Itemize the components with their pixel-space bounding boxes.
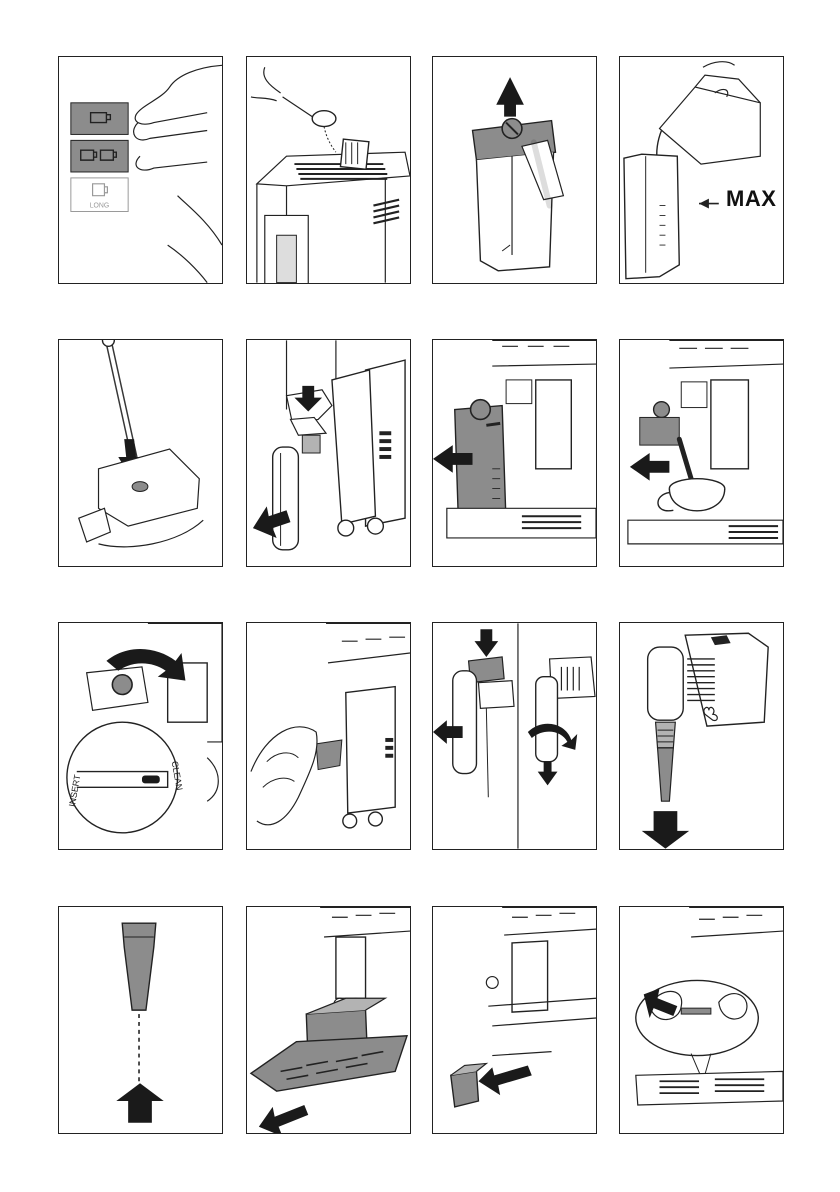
panel-remove-milk-lid xyxy=(432,56,597,284)
panel-remove-drip-tray xyxy=(246,906,411,1134)
coffee-scoop-illustration xyxy=(247,57,410,283)
panel-turn-dial-clean: INSERT CLEAN xyxy=(58,622,223,850)
hand-icon xyxy=(251,67,312,116)
cloth-icon xyxy=(251,727,317,825)
drip-tray-illustration xyxy=(247,907,410,1133)
single-cup-button xyxy=(71,103,128,135)
beverage-buttons-illustration: LONG xyxy=(59,57,222,283)
left-arrow-icon xyxy=(630,453,670,481)
wipe-nozzle-illustration xyxy=(247,623,410,849)
max-fill-label: MAX xyxy=(726,186,776,212)
milk-container-illustration xyxy=(433,57,596,283)
panel-dispense-milk xyxy=(619,339,784,567)
remove-tube-illustration xyxy=(433,623,596,849)
pour-milk-illustration xyxy=(620,57,783,283)
attach-container-illustration xyxy=(247,340,410,566)
double-cup-button xyxy=(71,140,128,172)
left-arrow-icon xyxy=(478,1065,531,1095)
finger-press-icon xyxy=(134,65,222,245)
grounds-container-icon xyxy=(451,1071,479,1107)
nozzle-icon xyxy=(122,923,156,1010)
milk-carton-icon xyxy=(660,87,761,164)
panel-attach-container xyxy=(246,339,411,567)
grounds-drawer-illustration xyxy=(433,907,596,1133)
down-arrow-icon xyxy=(642,811,689,849)
down-arrow-icon xyxy=(474,629,498,657)
left-arrow-icon xyxy=(259,1105,308,1133)
pull-nozzle-illustration xyxy=(620,623,783,849)
scoop-icon xyxy=(312,111,336,127)
tray-float-illustration xyxy=(620,907,783,1133)
panel-fill-milk-max xyxy=(619,56,784,284)
dispense-milk-illustration xyxy=(620,340,783,566)
up-arrow-icon xyxy=(496,77,524,117)
panel-insert-tube xyxy=(58,339,223,567)
panel-pull-off-nozzle xyxy=(619,622,784,850)
panel-remove-tube xyxy=(432,622,597,850)
panel-wipe-nozzle xyxy=(246,622,411,850)
tube-insert-illustration xyxy=(59,340,222,566)
panel-check-float xyxy=(619,906,784,1134)
panel-remove-grounds-drawer xyxy=(432,906,597,1134)
down-arrow-icon xyxy=(538,762,558,786)
reinsert-nozzle-illustration xyxy=(59,907,222,1133)
up-arrow-icon xyxy=(116,1083,163,1123)
panel-select-beverage: LONG xyxy=(58,56,223,284)
clean-dial-illustration: INSERT CLEAN xyxy=(59,623,222,849)
insert-container-illustration xyxy=(433,340,596,566)
long-cup-label: LONG xyxy=(90,203,110,210)
panel-insert-milk-container xyxy=(432,339,597,567)
panel-add-coffee-powder xyxy=(246,56,411,284)
panel-reinsert-nozzle xyxy=(58,906,223,1134)
